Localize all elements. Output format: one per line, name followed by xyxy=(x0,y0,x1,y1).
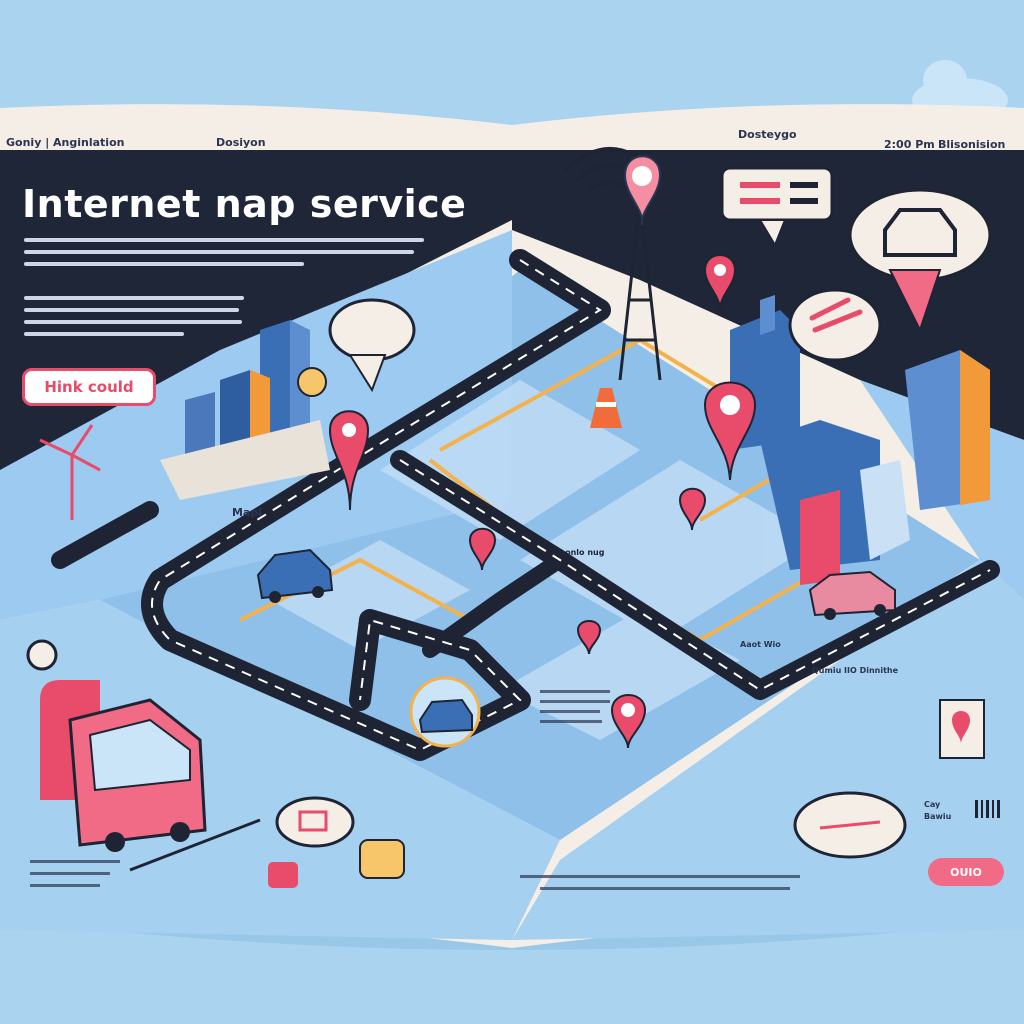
map-label-main: Mapl xyxy=(232,506,263,519)
cloud-icon-5 xyxy=(275,796,355,848)
car-icon-2 xyxy=(808,570,896,620)
road-label: Lonlo nug xyxy=(560,548,605,557)
traffic-cone-icon xyxy=(590,388,622,428)
left-body-text-lines xyxy=(24,238,424,336)
car-icon-3 xyxy=(409,676,481,748)
cloud-icon-4 xyxy=(793,791,907,859)
chat-icon xyxy=(720,166,834,248)
header-right-section: Blisonision xyxy=(938,138,1006,151)
cloud-icon-3 xyxy=(788,288,882,362)
header-right-time: 2:00 Pm xyxy=(884,138,935,151)
side-label-1: Cay xyxy=(924,800,941,809)
map-text-lines xyxy=(30,690,800,890)
bus-icon xyxy=(40,680,261,872)
side-label-2: Bawiu xyxy=(924,812,952,821)
header-left-center: Dosiyon xyxy=(216,136,266,149)
pin-icons xyxy=(328,254,757,749)
cloud-icon xyxy=(848,188,992,333)
cloud-icon-2 xyxy=(328,298,416,393)
badge-icons xyxy=(26,367,405,888)
action-button[interactable]: OUIO xyxy=(928,858,1004,886)
right-block-label: Aaot Wio xyxy=(740,640,781,649)
signal-tower-icon xyxy=(618,199,662,381)
barcode-icon xyxy=(975,800,1000,818)
car-icon xyxy=(256,548,334,603)
speech-bubble: Hink could xyxy=(22,368,156,406)
pin-card-icon xyxy=(939,699,985,759)
header-right-center: Dosteygo xyxy=(738,128,797,141)
header-left-section: Goniy | Anginlation xyxy=(6,136,125,149)
bottom-right-label: Qumiu IIO Dinnithe xyxy=(812,666,899,675)
map-pin-icon xyxy=(623,155,662,226)
wind-turbine-icon xyxy=(39,424,101,520)
page-title: Internet nap service xyxy=(22,182,467,226)
